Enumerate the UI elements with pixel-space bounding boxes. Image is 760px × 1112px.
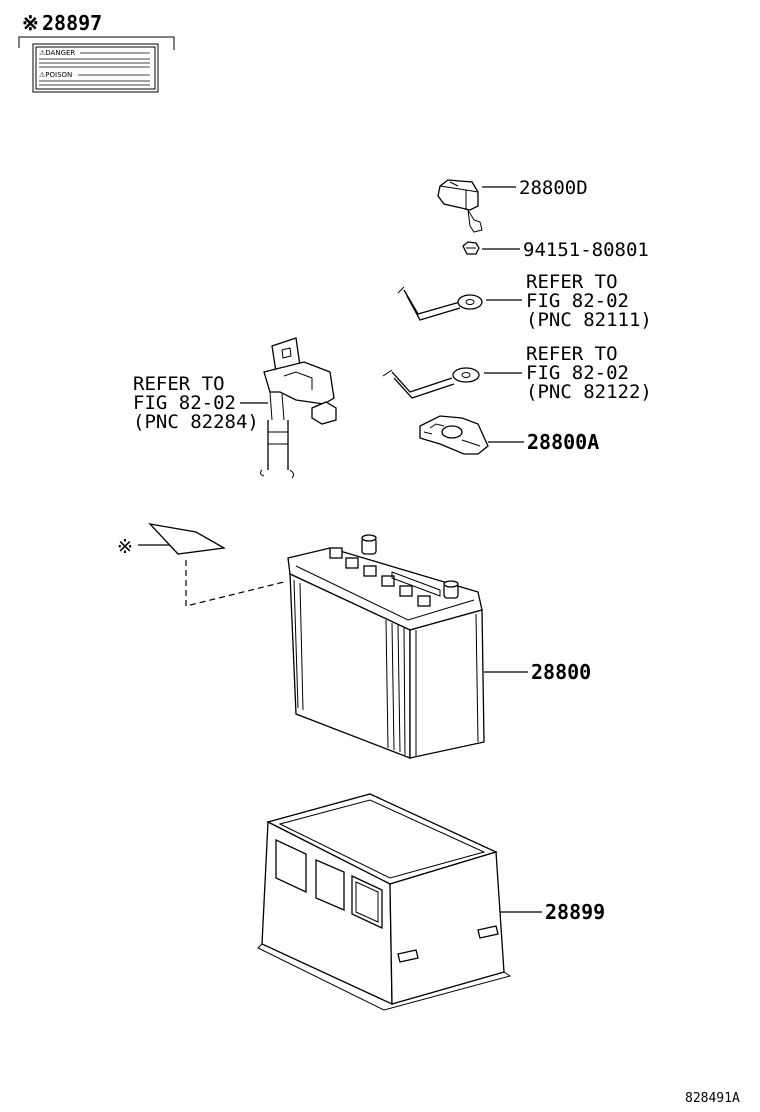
- label-28800A: 28800A: [527, 430, 599, 454]
- title-bracket: [18, 36, 175, 50]
- caution-label-line1: ⚠DANGER: [39, 49, 75, 57]
- label-82284-line1: REFER TO: [133, 373, 225, 395]
- label-82122-line3: (PNC 82122): [526, 381, 652, 403]
- label-94151-80801: 94151-80801: [523, 239, 649, 261]
- label-82111-line2: FIG 82-02: [526, 290, 629, 312]
- caution-label-line2: ⚠POISON: [39, 71, 72, 79]
- battery-sensor-drawing: [259, 337, 337, 479]
- caution-sticker-drawing: [148, 523, 227, 555]
- figure-code: 828491A: [685, 1091, 740, 1106]
- terminal-clamp-drawing: [419, 415, 489, 455]
- nut-drawing: [462, 241, 480, 255]
- title-part-number: 28897: [42, 11, 102, 35]
- label-82284-line2: FIG 82-02: [133, 392, 236, 414]
- label-28899: 28899: [545, 900, 605, 924]
- negative-cable-drawing: [382, 367, 480, 399]
- battery-tray-drawing: [257, 793, 512, 1011]
- battery-drawing: [287, 534, 485, 759]
- title-mark: ※: [22, 11, 39, 35]
- caution-label: ⚠DANGER ⚠POISON: [32, 43, 159, 93]
- positive-cable-drawing: [397, 286, 483, 321]
- label-82122-line2: FIG 82-02: [526, 362, 629, 384]
- label-28800D: 28800D: [519, 177, 588, 199]
- asterisk-mark: ※: [117, 536, 133, 558]
- label-82284-line3: (PNC 82284): [133, 411, 259, 433]
- label-28800: 28800: [531, 660, 591, 684]
- terminal-cover-drawing: [437, 179, 483, 233]
- label-82122-line1: REFER TO: [526, 343, 618, 365]
- label-82111-line1: REFER TO: [526, 271, 618, 293]
- label-82111-line3: (PNC 82111): [526, 309, 652, 331]
